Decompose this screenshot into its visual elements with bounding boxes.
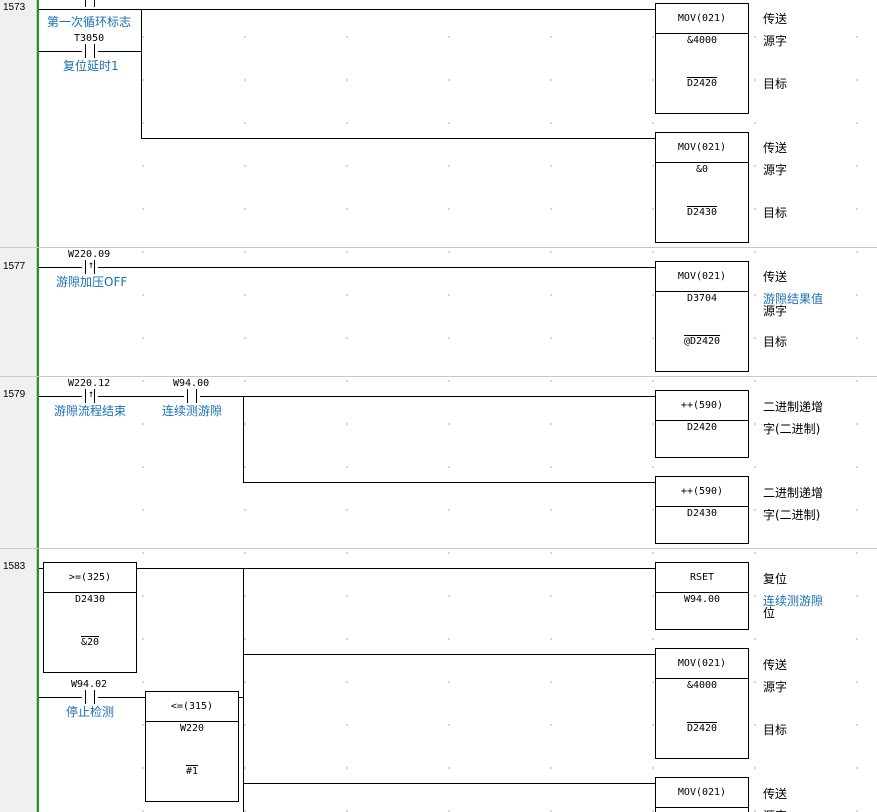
contact-comment: 停止检测 (66, 705, 115, 719)
block-comment: 目标 (763, 206, 788, 220)
instruction-block-mov[interactable]: MOV(021) &0 D2430 (655, 132, 749, 243)
wire (243, 568, 244, 812)
compare-block-le[interactable]: <=(315) W220 #1 (145, 691, 239, 802)
instruction-name: ++(590) (680, 486, 724, 497)
instruction-name: MOV(021) (677, 787, 727, 798)
contact-address: T3050 (74, 33, 105, 44)
compare-block-ge[interactable]: >=(325) D2430 &20 (43, 562, 137, 673)
wire (39, 396, 655, 397)
contact-first-cycle[interactable] (82, 0, 98, 7)
block-comment: 源字 (763, 34, 788, 48)
block-comment: 字(二进制) (763, 422, 821, 436)
block-comment: 传送 (763, 658, 788, 672)
instruction-block-increment[interactable]: ++(590) D2420 (655, 390, 749, 458)
rung-number: 1583 (3, 561, 26, 572)
contact-w94-02[interactable] (82, 690, 98, 704)
operand-source: &0 (695, 164, 709, 175)
instruction-name: MOV(021) (677, 13, 727, 24)
operand-comment: 游隙结果值 (763, 292, 824, 306)
wire (39, 568, 43, 569)
instruction-name: MOV(021) (677, 658, 727, 669)
contact-comment: 连续测游隙 (162, 404, 223, 418)
contact-rising-edge[interactable]: ↑ (82, 260, 98, 274)
wire (98, 51, 141, 52)
block-comment: 二进制递增 (763, 486, 824, 500)
block-comment: 字(二进制) (763, 508, 821, 522)
rung-separator (0, 376, 877, 377)
instruction-block-mov[interactable]: MOV(021) &4000 D2420 (655, 3, 749, 114)
rung-number: 1579 (3, 389, 26, 400)
contact-comment: 复位延时1 (63, 59, 119, 73)
instruction-name: >=(325) (68, 572, 112, 583)
wire (39, 267, 655, 268)
block-comment: 传送 (763, 12, 788, 26)
operand-destination: D2430 (686, 207, 718, 218)
instruction-name: <=(315) (170, 701, 214, 712)
instruction-name: MOV(021) (677, 271, 727, 282)
instruction-block-mov[interactable]: MOV(021) (655, 777, 749, 812)
block-comment: 目标 (763, 335, 788, 349)
contact-comment: 第一次循环标志 (47, 15, 132, 29)
instruction-name: MOV(021) (677, 142, 727, 153)
operand-destination: D2420 (686, 78, 718, 89)
operand-source: &4000 (686, 35, 718, 46)
contact-address: W94.00 (173, 378, 210, 389)
block-comment: 源字 (763, 807, 787, 812)
rung-separator (0, 247, 877, 248)
contact-address: W94.02 (71, 679, 108, 690)
block-comment: 传送 (763, 787, 788, 801)
contact-address: W220.12 (68, 378, 111, 389)
operand-destination: D2420 (686, 723, 718, 734)
wire (243, 783, 655, 784)
operand-1: W220 (179, 723, 205, 734)
contact-comment: 游隙加压OFF (56, 275, 128, 289)
wire (141, 9, 142, 138)
operand-2: #1 (185, 766, 199, 777)
operand-word: D2420 (686, 422, 718, 433)
operand-comment: 连续测游隙 (763, 594, 824, 608)
wire (137, 568, 655, 569)
contact-w94-00[interactable] (184, 389, 200, 403)
block-comment: 传送 (763, 270, 788, 284)
operand-source: D3704 (686, 293, 718, 304)
operand-source: &4000 (686, 680, 718, 691)
wire (243, 396, 244, 482)
operand-bit: W94.00 (683, 594, 721, 605)
block-comment: 源字 (763, 163, 788, 177)
block-comment: 位 (763, 606, 776, 620)
block-comment: 源字 (763, 680, 788, 694)
instruction-block-increment[interactable]: ++(590) D2430 (655, 476, 749, 544)
instruction-name: ++(590) (680, 400, 724, 411)
block-comment: 源字 (763, 304, 788, 318)
contact-t3050[interactable] (82, 44, 98, 58)
wire (243, 654, 655, 655)
instruction-block-mov[interactable]: MOV(021) &4000 D2420 (655, 648, 749, 759)
block-comment: 目标 (763, 77, 788, 91)
contact-address: W220.09 (68, 249, 111, 260)
operand-destination: @D2420 (683, 336, 721, 347)
instruction-block-rset[interactable]: RSET W94.00 (655, 562, 749, 630)
wire (39, 51, 82, 52)
operand-word: D2430 (686, 508, 718, 519)
rung-separator (0, 548, 877, 549)
block-comment: 目标 (763, 723, 788, 737)
block-comment: 二进制递增 (763, 400, 824, 414)
operand-2: &20 (80, 637, 100, 648)
instruction-block-mov[interactable]: MOV(021) D3704 @D2420 (655, 261, 749, 372)
operand-1: D2430 (74, 594, 106, 605)
instruction-name: RSET (689, 572, 715, 583)
contact-rising-edge[interactable]: ↑ (82, 389, 98, 403)
block-comment: 复位 (763, 572, 788, 586)
wire (239, 697, 243, 698)
left-power-rail (37, 0, 39, 812)
block-comment: 传送 (763, 141, 788, 155)
rung-number: 1577 (3, 261, 26, 272)
rung-number: 1573 (3, 2, 26, 13)
contact-comment: 游隙流程结束 (54, 404, 127, 418)
wire (243, 482, 655, 483)
wire (141, 138, 655, 139)
rung-number-gutter (0, 0, 37, 812)
wire (39, 9, 655, 10)
